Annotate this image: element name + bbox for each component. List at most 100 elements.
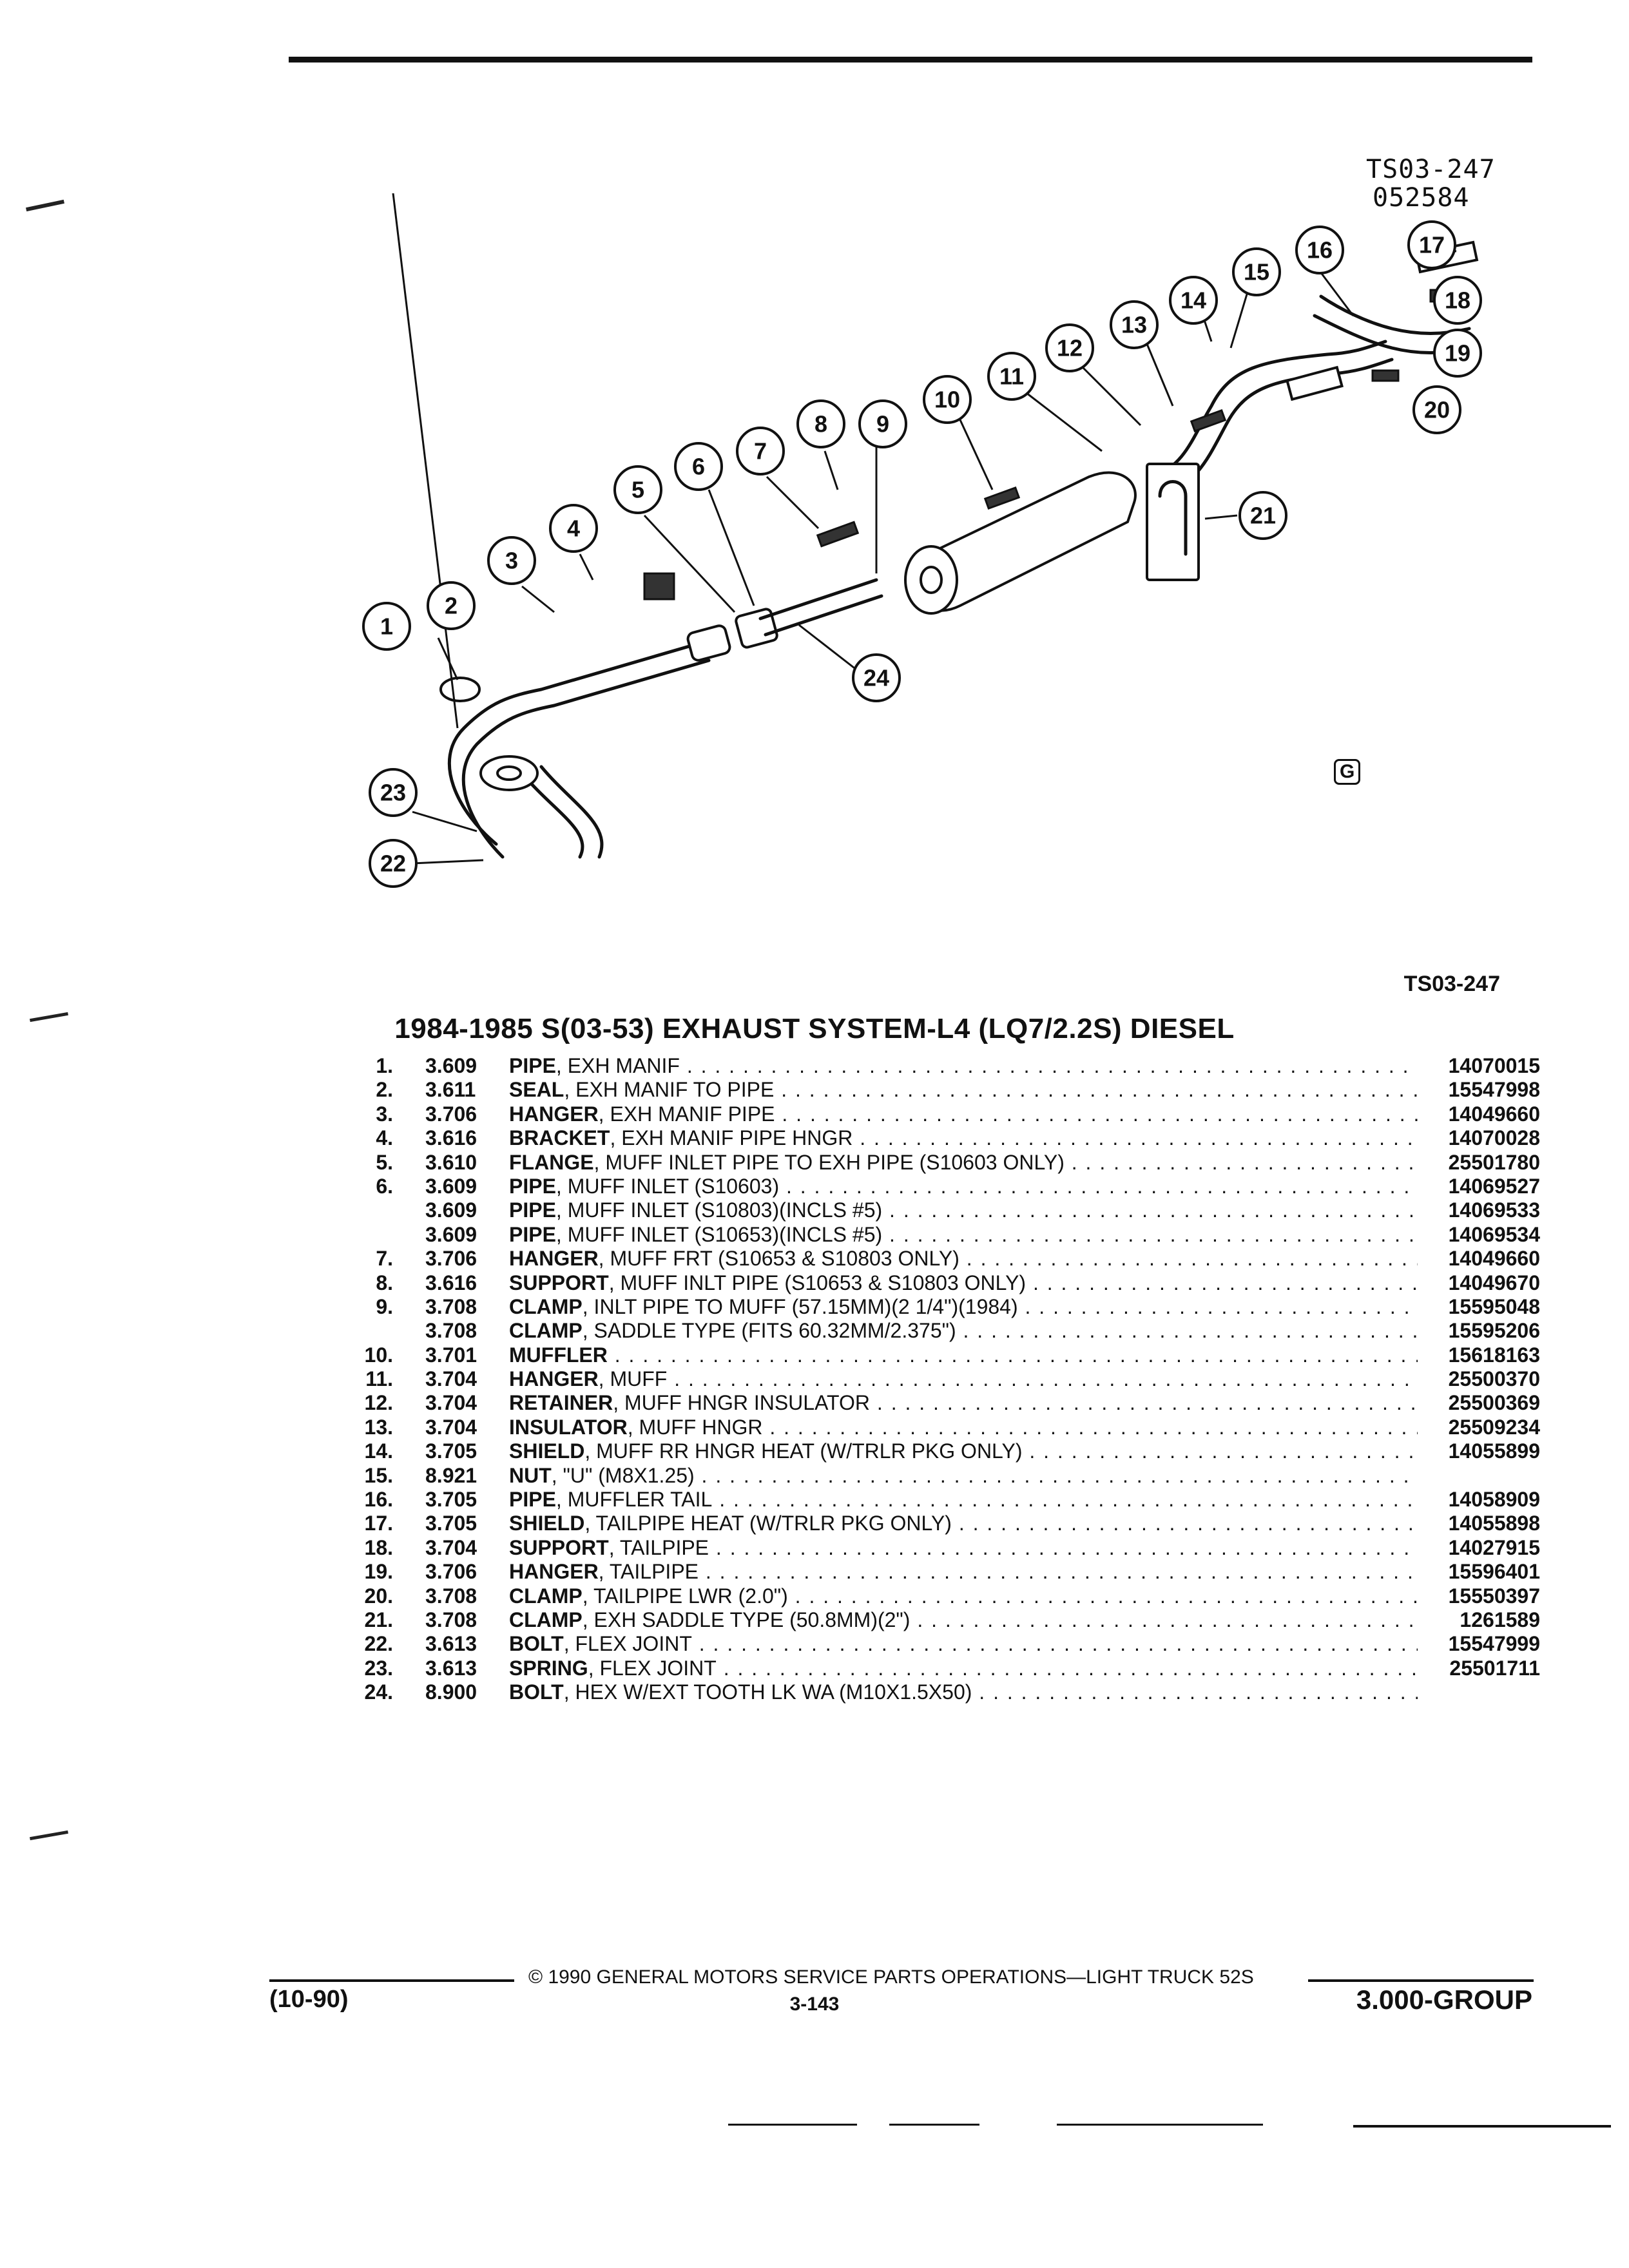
part-detail: , FLEX JOINT [563,1632,692,1656]
part-name: BOLT [509,1680,564,1704]
part-description: BRACKET, EXH MANIF PIPE HNGR [509,1126,1418,1150]
item-number: 2. [376,1078,393,1102]
exhaust-system-diagram: 1 2 3 4 5 6 7 8 9 10 11 12 13 14 15 16 1… [362,193,1482,888]
part-description: BOLT, FLEX JOINT [509,1632,1418,1656]
part-detail: , INLT PIPE TO MUFF (57.15MM)(2 1/4")(19… [582,1294,1018,1318]
part-number: 14070015 [1448,1054,1540,1077]
callout-23: 23 [369,768,418,817]
callout-22: 22 [369,839,418,888]
group-number: 3.704 [425,1367,477,1391]
group-number: 3.708 [425,1294,477,1318]
svg-text:20: 20 [1424,397,1450,423]
part-detail: , HEX W/EXT TOOTH LK WA (M10X1.5X50) [563,1680,972,1704]
svg-text:10: 10 [934,387,960,413]
callout-11: 11 [987,352,1036,401]
item-number: 9. [376,1294,393,1318]
group-number: 3.706 [425,1560,477,1584]
part-number: 14049660 [1448,1102,1540,1126]
gm-logo: G [1334,759,1361,785]
part-name: HANGER [509,1367,599,1391]
part-number: 14055899 [1448,1439,1540,1463]
part-number: 14069533 [1448,1198,1540,1222]
item-number: 5. [376,1150,393,1174]
part-description: PIPE, MUFF INLET (S10803)(INCLS #5) [509,1198,1418,1222]
part-name: SHIELD [509,1439,585,1463]
callout-2: 2 [427,581,476,630]
footer-rule-right [1308,1979,1534,1982]
part-description: NUT, "U" (M8X1.25) [509,1464,1418,1488]
part-detail: , EXH MANIF TO PIPE [564,1078,775,1102]
part-description: CLAMP, TAILPIPE LWR (2.0") [509,1584,1418,1608]
item-number: 15. [364,1463,393,1487]
svg-text:11: 11 [999,363,1024,390]
group-number: 8.921 [425,1463,477,1487]
part-name: SEAL [509,1078,564,1102]
part-name: FLANGE [509,1150,594,1174]
callout-17: 17 [1407,220,1456,269]
figure-reference: TS03-247 [1403,972,1500,996]
callout-24: 24 [852,653,901,702]
part-number: 25501711 [1449,1656,1540,1680]
svg-text:21: 21 [1250,503,1276,529]
part-number: 15550397 [1448,1584,1540,1608]
item-number: 21. [364,1608,393,1631]
callout-5: 5 [613,465,662,514]
item-number: 22. [364,1632,393,1656]
part-detail: , MUFF HNGR INSULATOR [613,1391,871,1415]
part-detail: , TAILPIPE [598,1560,699,1584]
part-name: CLAMP [509,1584,583,1608]
item-number: 4. [376,1126,393,1150]
scan-mark [26,199,64,212]
part-number: 14049670 [1448,1271,1540,1294]
svg-text:3: 3 [505,548,518,574]
callout-19: 19 [1433,329,1482,378]
part-number: 25500370 [1448,1367,1540,1391]
exhaust-manifold-pipe [447,642,698,846]
svg-text:22: 22 [380,850,406,877]
part-detail: , MUFF [598,1367,668,1391]
part-detail: , MUFF INLET (S10603) [555,1174,780,1198]
callout-16: 16 [1295,226,1344,274]
part-name: PIPE [509,1174,556,1198]
svg-text:9: 9 [876,411,889,437]
part-description: PIPE, MUFFLER TAIL [509,1488,1418,1512]
group-number: 8.900 [425,1680,477,1704]
group-number: 3.610 [425,1150,477,1174]
part-description: CLAMP, SADDLE TYPE (FITS 60.32MM/2.375") [509,1319,1418,1343]
part-detail: , TAILPIPE [608,1535,709,1559]
item-number: 13. [364,1415,393,1439]
part-detail: , SADDLE TYPE (FITS 60.32MM/2.375") [582,1319,956,1343]
part-number: 14070028 [1448,1126,1540,1150]
part-detail: , TAILPIPE LWR (2.0") [582,1584,788,1608]
part-name: PIPE [509,1054,556,1077]
group-number: 3.705 [425,1488,477,1512]
flex-seal [439,677,481,702]
callout-4: 4 [549,504,598,553]
part-name: HANGER [509,1247,599,1271]
callout-15: 15 [1232,247,1281,296]
part-detail: , FLEX JOINT [588,1656,717,1680]
item-number: 3. [376,1102,393,1126]
svg-text:2: 2 [445,593,458,619]
group-label: 3.000-GROUP [1356,1984,1532,2015]
revision-date: (10-90) [269,1986,349,2013]
part-description: PIPE, MUFF INLET (S10603) [509,1175,1418,1198]
part-description: FLANGE, MUFF INLET PIPE TO EXH PIPE (S10… [509,1151,1418,1175]
group-number: 3.613 [425,1632,477,1656]
part-detail: , "U" (M8X1.25) [551,1463,695,1487]
callout-9: 9 [858,399,907,448]
scan-mark [1353,2125,1611,2128]
part-name: MUFFLER [509,1343,608,1367]
part-number: 25501780 [1448,1150,1540,1174]
muffler-inlet-pipe [758,578,878,620]
part-number: 14069527 [1448,1174,1540,1198]
part-number: 15618163 [1448,1343,1540,1367]
